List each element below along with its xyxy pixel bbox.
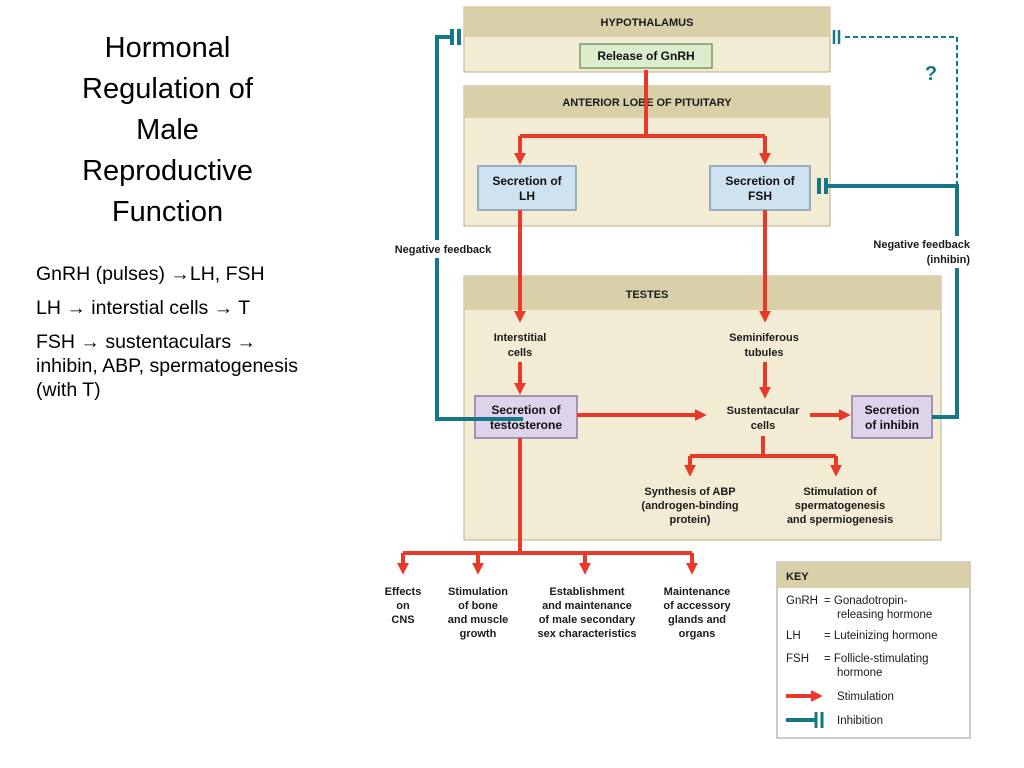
secretion-inhibin-box bbox=[851, 395, 933, 439]
secretion-testosterone-label-2: testosterone bbox=[490, 418, 562, 432]
sustentacular-cells-label-1: Sustentacular bbox=[727, 405, 800, 417]
synthesis-abp-label-1: Synthesis of ABP bbox=[644, 486, 735, 498]
stimulation-spermatogenesis-label-3: and spermiogenesis bbox=[787, 514, 893, 526]
establishment-label-2: and maintenance bbox=[542, 600, 632, 612]
effects-cns-label-3: CNS bbox=[391, 614, 414, 626]
negative-feedback-right-label-1: Negative feedback bbox=[873, 239, 970, 251]
key-lh-def: = Luteinizing hormone bbox=[824, 630, 937, 642]
sustentacular-cells-label-2: cells bbox=[751, 420, 775, 432]
stimulation-arrows bbox=[397, 70, 851, 575]
secretion-inhibin-label-2: of inhibin bbox=[865, 418, 919, 432]
key-fsh-abbr: FSH bbox=[786, 653, 809, 665]
neg-feedback-left-bg bbox=[382, 240, 504, 258]
secretion-fsh-label-2: FSH bbox=[748, 189, 772, 203]
stimulation-bone-label-1: Stimulation bbox=[448, 586, 508, 598]
maintenance-label-4: organs bbox=[679, 628, 716, 640]
synthesis-abp-label-2: (androgen-binding bbox=[641, 500, 738, 512]
key-gnrh-abbr: GnRH bbox=[786, 595, 818, 607]
effects-cns-label-2: on bbox=[396, 600, 410, 612]
title-line: Male bbox=[136, 114, 199, 146]
negative-feedback-right-label-2: (inhibin) bbox=[927, 254, 971, 266]
key-fsh-def-1: = Follicle-stimulating bbox=[824, 653, 929, 665]
key-title: KEY bbox=[786, 571, 809, 583]
secretion-fsh-box bbox=[709, 165, 811, 211]
stimulation-bone-label-3: and muscle bbox=[448, 614, 509, 626]
testes-region: TESTES Interstitial cells Seminiferous t… bbox=[463, 275, 942, 541]
release-gnrh-label: Release of GnRH bbox=[597, 49, 694, 63]
establishment-label-4: sex characteristics bbox=[537, 628, 636, 640]
secretion-lh-label-1: Secretion of bbox=[492, 174, 562, 188]
negative-feedback-right-line bbox=[828, 184, 959, 419]
seminiferous-tubules-label-2: tubules bbox=[744, 347, 783, 359]
testosterone-effects: Effects on CNS Stimulation of bone and m… bbox=[385, 586, 732, 640]
bullet-list: GnRH (pulses) →LH, FSH LH → interstial c… bbox=[36, 262, 396, 412]
stimulation-bone-label-2: of bone bbox=[458, 600, 498, 612]
maintenance-label-1: Maintenance bbox=[664, 586, 731, 598]
secretion-testosterone-label-1: Secretion of bbox=[491, 403, 561, 417]
synthesis-abp-label-3: protein) bbox=[670, 514, 711, 526]
stimulation-spermatogenesis-label-1: Stimulation of bbox=[803, 486, 877, 498]
title-line: Regulation of bbox=[82, 73, 253, 105]
key-lh-abbr: LH bbox=[786, 630, 801, 642]
testes-label: TESTES bbox=[626, 289, 669, 301]
release-gnrh-box bbox=[579, 43, 713, 69]
key-stimulation-label: Stimulation bbox=[837, 691, 894, 703]
maintenance-label-3: glands and bbox=[668, 614, 726, 626]
key-inhibition-label: Inhibition bbox=[837, 715, 883, 727]
title-line: Reproductive bbox=[82, 155, 253, 187]
interstitial-cells-label-1: Interstitial bbox=[494, 332, 547, 344]
key-fsh-def-2: hormone bbox=[837, 667, 882, 679]
stimulation-bone-label-4: growth bbox=[460, 628, 497, 640]
neg-feedback-right-bg bbox=[850, 236, 974, 268]
question-mark: ? bbox=[925, 63, 937, 85]
title-line: Hormonal bbox=[104, 32, 231, 64]
negative-feedback-left-label: Negative feedback bbox=[395, 244, 492, 256]
bullet-fsh: FSH → sustentaculars → inhibin, ABP, spe… bbox=[36, 331, 298, 401]
establishment-label-1: Establishment bbox=[549, 586, 625, 598]
hypothalamus-label: HYPOTHALAMUS bbox=[601, 17, 694, 29]
secretion-lh-box bbox=[477, 165, 577, 211]
hypothalamus-region: HYPOTHALAMUS Release of GnRH bbox=[463, 6, 831, 73]
effects-cns-label-1: Effects bbox=[385, 586, 422, 598]
inhibin-to-hypothalamus-dashed bbox=[842, 36, 958, 186]
slide-title: Hormonal Regulation of Male Reproductive… bbox=[40, 28, 295, 233]
secretion-lh-label-2: LH bbox=[519, 189, 535, 203]
stimulation-spermatogenesis-label-2: spermatogenesis bbox=[795, 500, 885, 512]
key-legend: KEY GnRH = Gonadotropin- releasing hormo… bbox=[776, 561, 971, 739]
bullet-lh: LH → interstial cells → T bbox=[36, 297, 251, 319]
secretion-inhibin-label-1: Secretion bbox=[865, 403, 920, 417]
title-line: Function bbox=[111, 196, 224, 228]
bullet-gnrh: GnRH (pulses) →LH, FSH bbox=[36, 263, 265, 285]
key-gnrh-def-1: = Gonadotropin- bbox=[824, 595, 908, 607]
secretion-fsh-label-1: Secretion of bbox=[725, 174, 795, 188]
establishment-label-3: of male secondary bbox=[539, 614, 636, 626]
key-gnrh-def-2: releasing hormone bbox=[837, 609, 932, 621]
maintenance-label-2: of accessory bbox=[663, 600, 731, 612]
inhibition-lines bbox=[435, 29, 959, 421]
negative-feedback-left-line bbox=[435, 35, 523, 421]
seminiferous-tubules-label-1: Seminiferous bbox=[729, 332, 799, 344]
interstitial-cells-label-2: cells bbox=[508, 347, 532, 359]
